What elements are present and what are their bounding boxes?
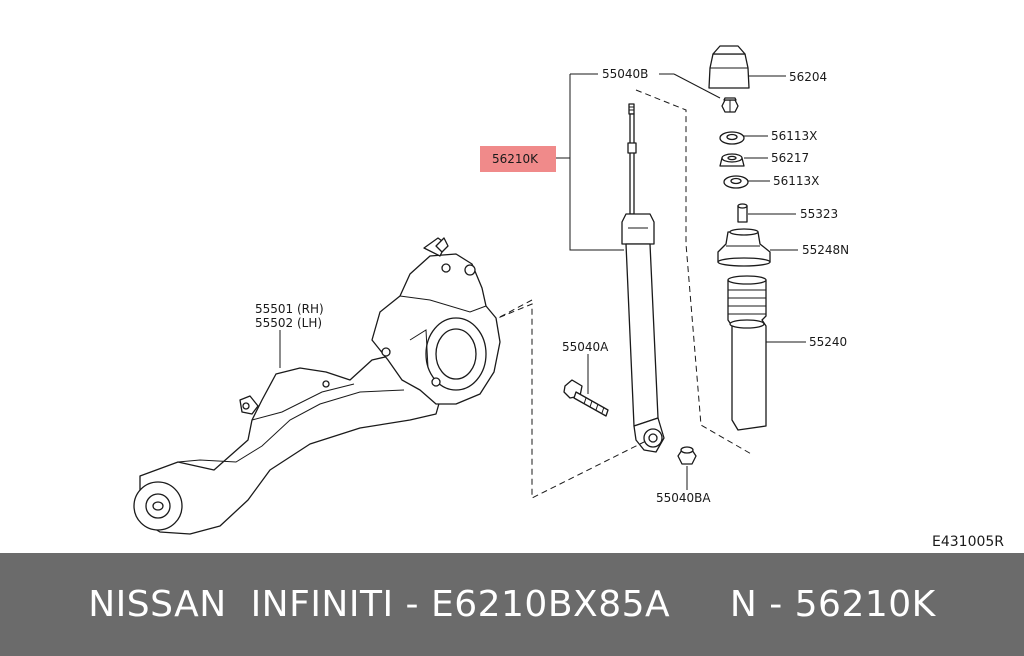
- bolt-55040a: [563, 379, 609, 417]
- label-55248n: 55248N: [802, 243, 849, 257]
- washer-56113x-bottom: [723, 175, 749, 189]
- washer-56113x-top: [719, 131, 745, 145]
- label-56210k: 56210K: [492, 152, 539, 166]
- axle-beam: [133, 237, 501, 535]
- bushing-56217: [719, 153, 745, 167]
- label-56204: 56204: [789, 70, 827, 84]
- mount-56204: [708, 45, 750, 89]
- boot-55240: [727, 275, 767, 431]
- footer-text: NISSAN INFINITI - E6210BX85A N - 56210K: [88, 584, 936, 625]
- label-55040b: 55040B: [602, 67, 648, 81]
- nut-55040ba: [677, 446, 697, 465]
- label-55040ba: 55040BA: [656, 491, 711, 505]
- label-56113x-top: 56113X: [771, 129, 817, 143]
- label-56113x-bottom: 56113X: [773, 174, 819, 188]
- pin-55323: [737, 203, 748, 223]
- label-55502: 55502 (LH): [255, 316, 322, 330]
- label-55240: 55240: [809, 335, 847, 349]
- seat-55248n: [717, 228, 771, 267]
- label-56217: 56217: [771, 151, 809, 165]
- highlight-box: [480, 146, 556, 172]
- footer-banner: NISSAN INFINITI - E6210BX85A N - 56210K: [0, 553, 1024, 656]
- shock-absorber: [621, 103, 665, 453]
- nut-55040b: [721, 97, 739, 113]
- reference-code: E431005R: [932, 534, 1004, 550]
- diagram-canvas: 55040B 56204 56113X 56217 56113X 56210K …: [133, 45, 1004, 550]
- label-55040a: 55040A: [562, 340, 609, 354]
- assembly-dash-lower: [497, 299, 649, 499]
- assembly-dash-upper: [635, 89, 754, 456]
- label-55501: 55501 (RH): [255, 302, 324, 316]
- label-55323: 55323: [800, 207, 838, 221]
- parts-diagram: 55040B 56204 56113X 56217 56113X 56210K …: [133, 45, 1005, 550]
